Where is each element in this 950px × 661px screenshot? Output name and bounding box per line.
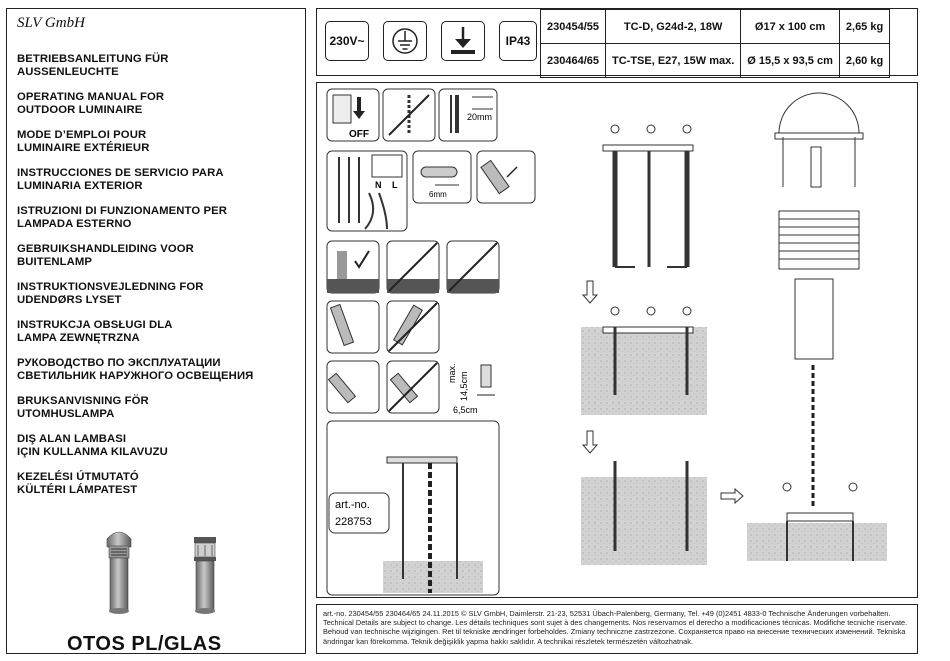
anchor-in-ground (581, 306, 707, 415)
exploded-luminaire (747, 92, 887, 561)
ip-rating-chip: IP43 (499, 21, 537, 61)
article-number: 230464/65 (540, 43, 606, 78)
off-label: OFF (349, 129, 369, 140)
table-row: 230454/55 TC-D, G24d-2, 18W Ø17 x 100 cm… (540, 9, 891, 44)
protective-earth-icon (383, 21, 427, 61)
insulation-depth-step: 20mm (438, 88, 498, 142)
power-off-step: OFF (326, 88, 380, 142)
lamp-type: TC-TSE, E27, 15W max. (604, 43, 742, 78)
width-label: 6,5cm (453, 405, 478, 415)
art-no-value: 228753 (335, 516, 372, 528)
right-arrow-icon (720, 487, 744, 505)
weight: 2,65 kg (838, 9, 891, 44)
strip-label: 6mm (429, 190, 447, 199)
brand-name: SLV GmbH (17, 15, 85, 31)
spec-panel: 230V~ IP43 230454/55 TC-D, G24d-2, 18W Ø… (316, 8, 918, 78)
lamp-insert-wrong-step (386, 360, 440, 414)
anchor-detail: art.-no. 228753 (326, 420, 500, 596)
down-arrow-icon (581, 430, 599, 454)
anchor-assembly (602, 124, 694, 268)
dimensions: Ø 15,5 x 93,5 cm (740, 43, 840, 78)
bollard-glas-image (194, 537, 216, 614)
handling-wrong-step (386, 300, 440, 354)
lamp-type: TC-D, G24d-2, 18W (604, 9, 742, 44)
weight: 2,60 kg (838, 43, 891, 78)
depth-label: 20mm (467, 112, 492, 122)
art-no-label: art.-no. (335, 499, 370, 511)
voltage-chip: 230V~ (325, 21, 369, 61)
product-illustration (106, 531, 216, 614)
lamp-insert-step (326, 360, 380, 414)
diagram-panel: OFF 20mm N L (316, 82, 918, 598)
table-row: 230464/65 TC-TSE, E27, 15W max. Ø 15,5 x… (540, 43, 891, 78)
dimensions: Ø17 x 100 cm (740, 9, 840, 44)
max-label: max. (447, 363, 457, 383)
strip-cable-step: 6mm (412, 150, 472, 204)
lamp-size-limits: max. 14,5cm 6,5cm (447, 363, 495, 415)
footer-panel: art.-no. 230454/55 230464/65 24.11.2015 … (316, 604, 918, 654)
down-arrow-icon (581, 280, 599, 304)
footer-legal-text: art.-no. 230454/55 230464/65 24.11.2015 … (323, 609, 908, 646)
insert-cable-step (476, 150, 536, 204)
terminal-n: N (375, 180, 382, 190)
placement-wrong-step (386, 240, 440, 294)
placement-correct-step (326, 240, 380, 294)
handling-step (326, 300, 380, 354)
bollard-pl-image (106, 531, 132, 614)
terminal-l: L (392, 180, 398, 190)
anchor-set-ground (581, 461, 707, 565)
no-drilling-step (382, 88, 436, 142)
max-length: 14,5cm (459, 371, 469, 401)
wiring-step: N L (326, 150, 408, 232)
placement-wrong-step-2 (446, 240, 500, 294)
product-name: OTOS PL/GLAS (67, 633, 222, 655)
article-number: 230454/55 (540, 9, 606, 44)
spec-table: 230454/55 TC-D, G24d-2, 18W Ø17 x 100 cm… (540, 9, 891, 78)
ground-mount-icon (441, 21, 485, 61)
